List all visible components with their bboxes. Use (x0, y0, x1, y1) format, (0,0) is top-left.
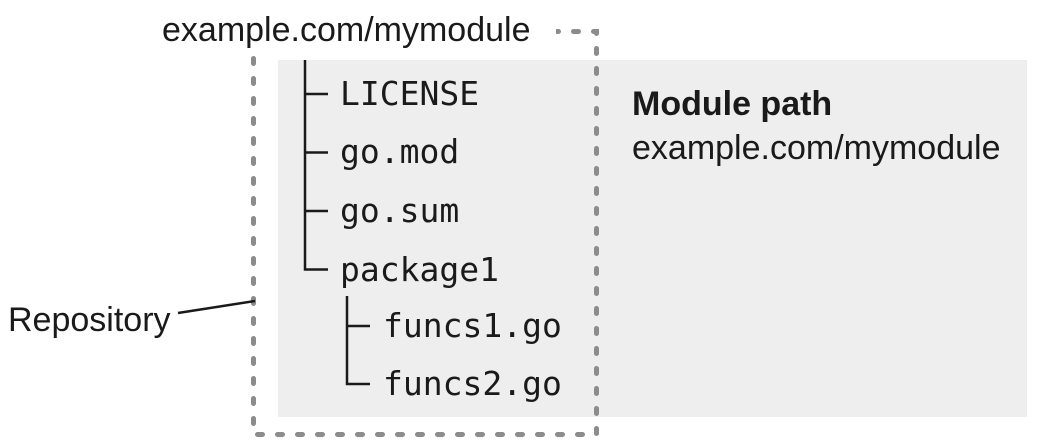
repository-pointer-line (177, 299, 256, 315)
tree-item-go-sum: go.sum (340, 191, 460, 230)
tree-item-funcs1-go: funcs1.go (383, 306, 562, 345)
tree-item-license: LICENSE (340, 74, 480, 113)
file-tree-lines (303, 60, 370, 386)
tree-item-funcs2-go: funcs2.go (383, 364, 562, 403)
tree-item-go-mod: go.mod (340, 132, 460, 171)
repository-dotted-border (251, 29, 599, 437)
repository-label: Repository (8, 301, 171, 339)
tree-item-package1: package1 (340, 250, 499, 289)
repository-title: example.com/mymodule (152, 8, 557, 52)
module-path-panel: Module path example.com/mymodule (632, 82, 1000, 170)
module-panel-background (278, 60, 1027, 417)
module-path-heading: Module path (632, 85, 833, 123)
module-path-value: example.com/mymodule (632, 129, 1001, 167)
